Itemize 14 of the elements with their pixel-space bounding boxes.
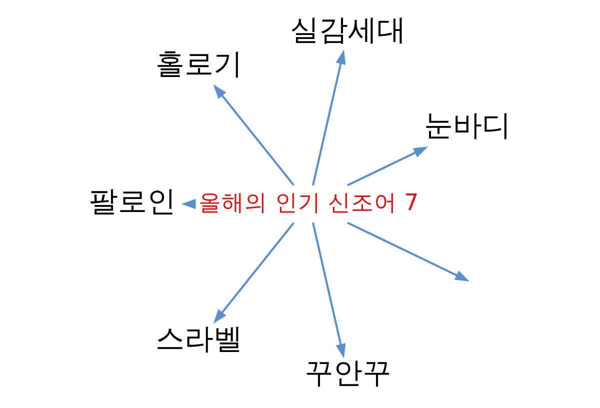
node-text: 눈바디	[424, 108, 511, 142]
arrow	[347, 222, 470, 282]
node-text: 꾸안꾸	[304, 356, 392, 390]
node-text: 올해의 인기 신조어 7	[198, 190, 419, 216]
arrow	[347, 146, 428, 186]
arrow	[213, 84, 294, 186]
arrow	[181, 198, 196, 210]
arrow	[312, 50, 346, 186]
node-text: 스라벨	[155, 322, 242, 356]
node-text: 실감세대	[290, 12, 406, 47]
arrow	[312, 222, 346, 358]
arrow	[213, 222, 294, 324]
node-text: 팔로인	[89, 184, 176, 218]
node-text: 홀로기	[155, 46, 242, 81]
